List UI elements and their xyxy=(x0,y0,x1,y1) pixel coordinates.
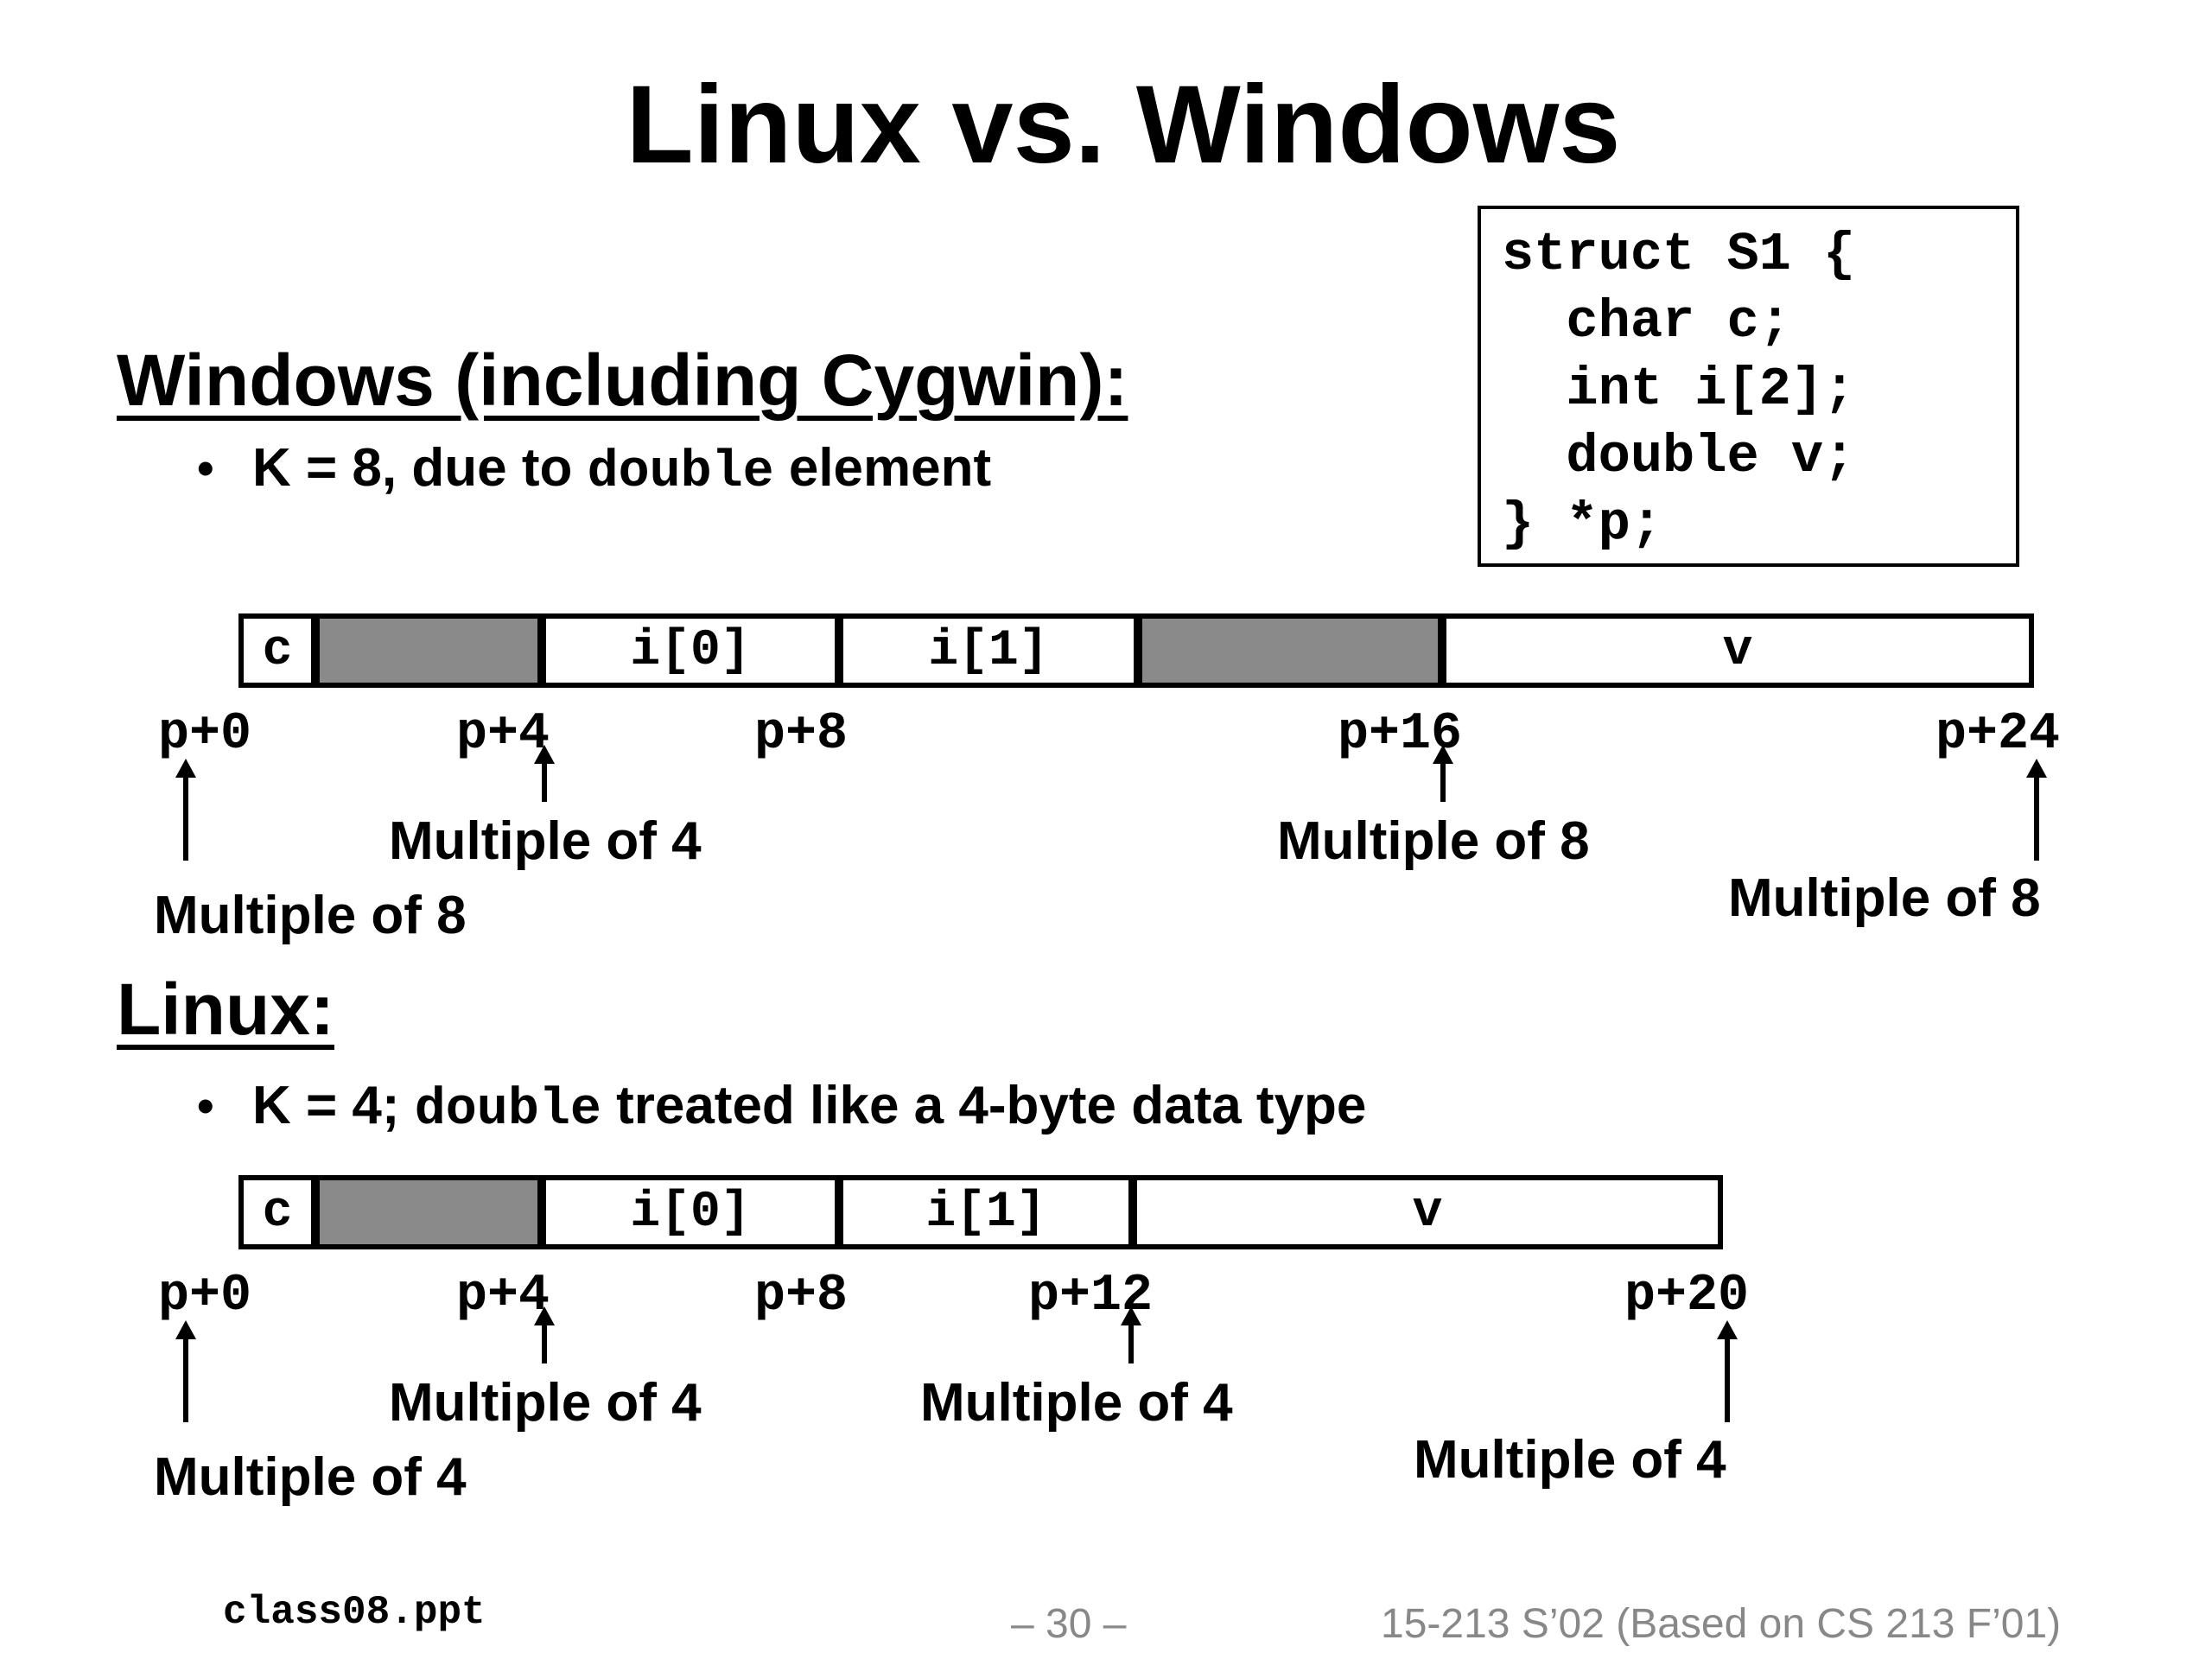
alignment-note: Multiple of 4 xyxy=(920,1373,1233,1433)
offset-label: p+0 xyxy=(158,1267,252,1325)
arrow-up-icon xyxy=(175,759,196,861)
bullet-text-pre: K = 8, due to xyxy=(252,438,588,498)
alignment-note: Multiple of 8 xyxy=(154,886,467,945)
alignment-note: Multiple of 4 xyxy=(154,1447,467,1507)
windows-heading: Windows (including Cygwin): xyxy=(117,340,1128,421)
code-line: double v; xyxy=(1502,426,1856,487)
bullet-text-post: treated like a 4-byte data type xyxy=(601,1076,1367,1135)
arrow-up-icon xyxy=(175,1320,196,1422)
bullet-dot: • xyxy=(197,1078,214,1133)
alignment-note: Multiple of 8 xyxy=(1277,811,1590,871)
padding-cell xyxy=(320,619,546,683)
linux-memory-layout-bar: c i[0] i[1] v xyxy=(238,1175,1723,1249)
field-c: c xyxy=(244,619,320,683)
bullet-text-pre: K = 4; xyxy=(252,1076,415,1135)
bullet-dot: • xyxy=(197,441,214,495)
field-i1: i[1] xyxy=(843,619,1142,683)
linux-bullet: K = 4; double treated like a 4-byte data… xyxy=(252,1071,1366,1145)
code-line: } *p; xyxy=(1502,493,1663,555)
code-line: int i[2]; xyxy=(1502,359,1856,420)
alignment-note: Multiple of 8 xyxy=(1728,868,2041,928)
bullet-code: double xyxy=(587,443,774,502)
slide-title: Linux vs. Windows xyxy=(626,63,1621,187)
bullet-code: double xyxy=(414,1081,601,1140)
field-i1: i[1] xyxy=(843,1180,1137,1244)
code-line: char c; xyxy=(1502,291,1791,353)
linux-heading: Linux: xyxy=(117,969,334,1050)
alignment-note: Multiple of 4 xyxy=(389,811,702,871)
offset-label: p+24 xyxy=(1936,705,2061,764)
field-i0: i[0] xyxy=(546,619,843,683)
offset-label: p+20 xyxy=(1624,1267,1750,1325)
footer-page-number: – 30 – xyxy=(1011,1601,1127,1647)
arrow-up-icon xyxy=(1121,1306,1141,1363)
field-i0: i[0] xyxy=(546,1180,843,1244)
alignment-note: Multiple of 4 xyxy=(1414,1430,1726,1490)
footer-course: 15-213 S’02 (Based on CS 213 F’01) xyxy=(1381,1601,2062,1647)
padding-cell xyxy=(1142,619,1446,683)
arrow-up-icon xyxy=(1433,745,1453,802)
struct-code-box: struct S1 { char c; int i[2]; double v; … xyxy=(1478,206,2019,567)
field-c: c xyxy=(244,1180,320,1244)
offset-label: p+8 xyxy=(754,1267,849,1325)
windows-bullet: K = 8, due to double element xyxy=(252,434,991,507)
footer-filename: class08.ppt xyxy=(223,1590,486,1635)
alignment-note: Multiple of 4 xyxy=(389,1373,702,1433)
offset-label: p+0 xyxy=(158,705,252,764)
arrow-up-icon xyxy=(1717,1320,1738,1422)
offset-label: p+8 xyxy=(754,705,849,764)
padding-cell xyxy=(320,1180,546,1244)
code-line: struct S1 { xyxy=(1502,224,1856,285)
field-v: v xyxy=(1722,622,1753,679)
bullet-text-post: element xyxy=(773,438,992,498)
arrow-up-icon xyxy=(534,1306,555,1363)
arrow-up-icon xyxy=(534,745,555,802)
field-v: v xyxy=(1412,1184,1443,1241)
arrow-up-icon xyxy=(2026,759,2047,861)
windows-memory-layout-bar: c i[0] i[1] v xyxy=(238,613,2034,688)
